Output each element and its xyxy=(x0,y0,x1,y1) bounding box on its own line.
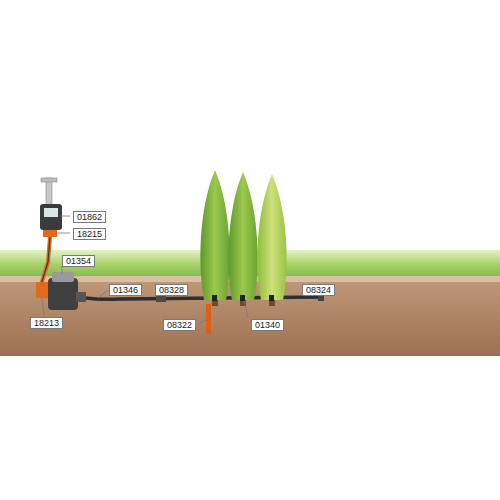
callout-number: 01862 xyxy=(73,211,106,223)
cypress xyxy=(200,170,229,300)
dripper xyxy=(269,295,274,301)
callout-number: 01340 xyxy=(251,319,284,331)
dripper xyxy=(212,295,217,301)
callout-number: 08324 xyxy=(302,284,335,296)
tap-handle xyxy=(41,178,57,182)
callout-number: 18215 xyxy=(73,228,106,240)
timer-display xyxy=(44,208,58,217)
base-unit-cap xyxy=(52,272,74,282)
leader-line xyxy=(244,301,248,318)
callout-number: 01354 xyxy=(62,255,95,267)
callout-number: 08328 xyxy=(155,284,188,296)
leader-line xyxy=(62,266,63,274)
drip-pipe xyxy=(86,297,320,299)
leader-lines xyxy=(42,216,320,324)
connector xyxy=(43,230,57,237)
drip-stake xyxy=(206,304,211,334)
dripper xyxy=(240,295,245,301)
leader-line xyxy=(56,233,70,234)
leader-line xyxy=(42,298,44,316)
leader-line xyxy=(198,320,206,324)
base-outlet xyxy=(76,292,86,302)
leader-line xyxy=(60,216,70,217)
base-unit xyxy=(48,278,78,310)
leader-line xyxy=(98,290,108,298)
hose-connector xyxy=(36,282,50,298)
callout-number: 01346 xyxy=(109,284,142,296)
water-timer xyxy=(40,204,62,230)
cypress xyxy=(257,174,286,300)
callout-number: 18213 xyxy=(30,317,63,329)
callout-number: 08322 xyxy=(163,319,196,331)
cypress xyxy=(228,172,257,300)
